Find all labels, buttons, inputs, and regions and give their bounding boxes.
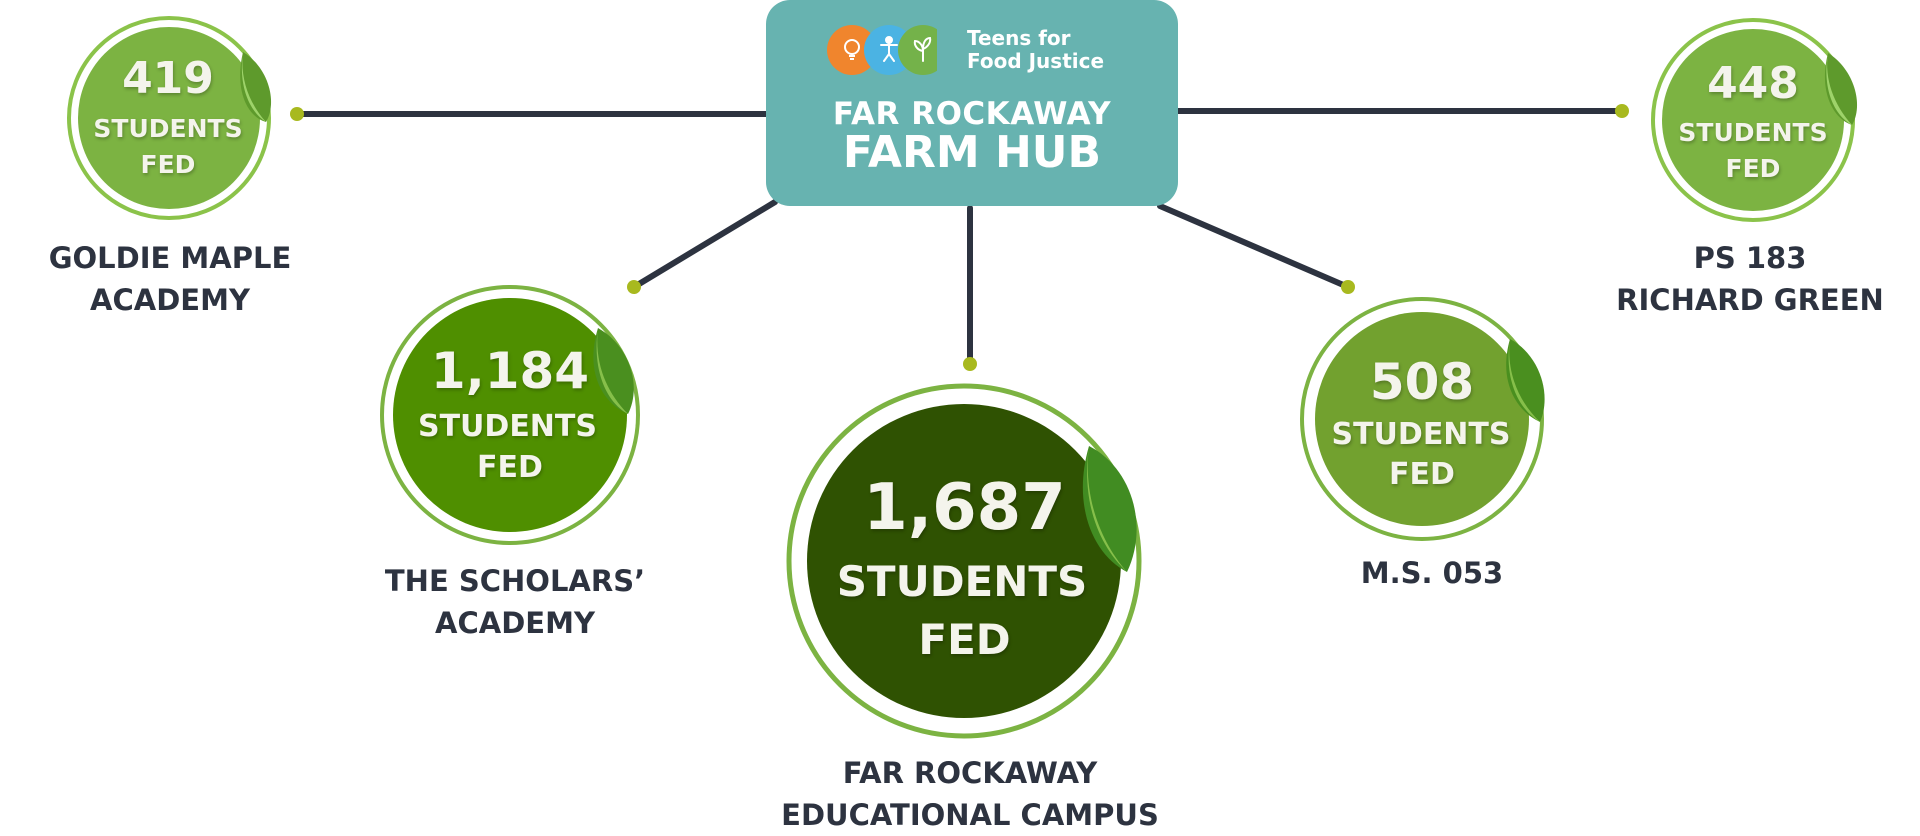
leaf-icon — [1824, 53, 1858, 125]
school-line: RICHARD GREEN — [1616, 283, 1884, 317]
connector-scholars — [631, 199, 778, 290]
farm-hub-box: Teens for Food Justice FAR ROCKAWAY FARM… — [766, 0, 1178, 206]
lightbulb-icon — [844, 39, 860, 60]
school-line: EDUCATIONAL CAMPUS — [781, 798, 1159, 832]
fed-label: FED — [140, 150, 196, 179]
school-name-goldie-maple: GOLDIE MAPLE ACADEMY — [20, 237, 320, 321]
school-name-scholars: THE SCHOLARS’ ACADEMY — [350, 560, 680, 644]
school-line: ACADEMY — [90, 283, 250, 317]
students-label: STUDENTS — [93, 114, 243, 143]
student-count: 1,687 — [863, 471, 1066, 545]
leaf-icon — [240, 52, 272, 122]
connector-dot — [1341, 280, 1355, 294]
connector-dot — [1615, 104, 1629, 118]
student-count: 448 — [1707, 58, 1799, 109]
school-line: GOLDIE MAPLE — [48, 241, 292, 275]
brand-name-line2: Food Justice — [967, 49, 1105, 73]
brand-name-line1: Teens for — [967, 26, 1071, 50]
connector-ms053 — [1157, 203, 1351, 290]
school-line: FAR ROCKAWAY — [842, 756, 1098, 790]
node-campus: 1,687 STUDENTS FED — [786, 383, 1157, 744]
sprout-icon — [913, 36, 932, 62]
students-label: STUDENTS — [836, 557, 1088, 606]
school-line: M.S. 053 — [1360, 556, 1504, 590]
hub-subtitle: FAR ROCKAWAY — [832, 96, 1112, 132]
node-goldie-maple: 419 STUDENTS FED — [67, 16, 278, 227]
school-name-campus: FAR ROCKAWAY EDUCATIONAL CAMPUS — [745, 752, 1195, 836]
connector-dot — [963, 357, 977, 371]
fed-label: FED — [477, 450, 543, 485]
students-label: STUDENTS — [1678, 118, 1828, 147]
students-label: STUDENTS — [1331, 417, 1511, 452]
student-count: 508 — [1369, 353, 1475, 411]
teens-for-food-justice-logo — [827, 25, 937, 75]
fed-label: FED — [918, 615, 1011, 664]
node-ps183: 448 STUDENTS FED — [1651, 17, 1867, 227]
fed-label: FED — [1389, 457, 1455, 492]
leaf-icon — [593, 328, 634, 414]
school-name-ms053: M.S. 053 — [1282, 552, 1582, 594]
student-count: 1,184 — [430, 342, 590, 400]
school-line: THE SCHOLARS’ — [384, 564, 646, 598]
students-label: STUDENTS — [417, 409, 597, 444]
hub-title: FARM HUB — [842, 127, 1102, 178]
student-count: 419 — [122, 53, 214, 104]
fed-label: FED — [1725, 154, 1781, 183]
node-ms053: 508 STUDENTS FED — [1300, 297, 1562, 547]
node-scholars: 1,184 STUDENTS FED — [380, 284, 650, 554]
school-name-ps183: PS 183 RICHARD GREEN — [1600, 237, 1900, 321]
connector-dot — [290, 107, 304, 121]
leaf-icon — [1082, 446, 1137, 572]
school-line: ACADEMY — [435, 606, 595, 640]
school-line: PS 183 — [1693, 241, 1807, 275]
leaf-icon — [1506, 339, 1545, 422]
person-icon — [880, 36, 898, 62]
connector-dot — [627, 280, 641, 294]
brand-name: Teens for Food Justice — [967, 27, 1104, 73]
